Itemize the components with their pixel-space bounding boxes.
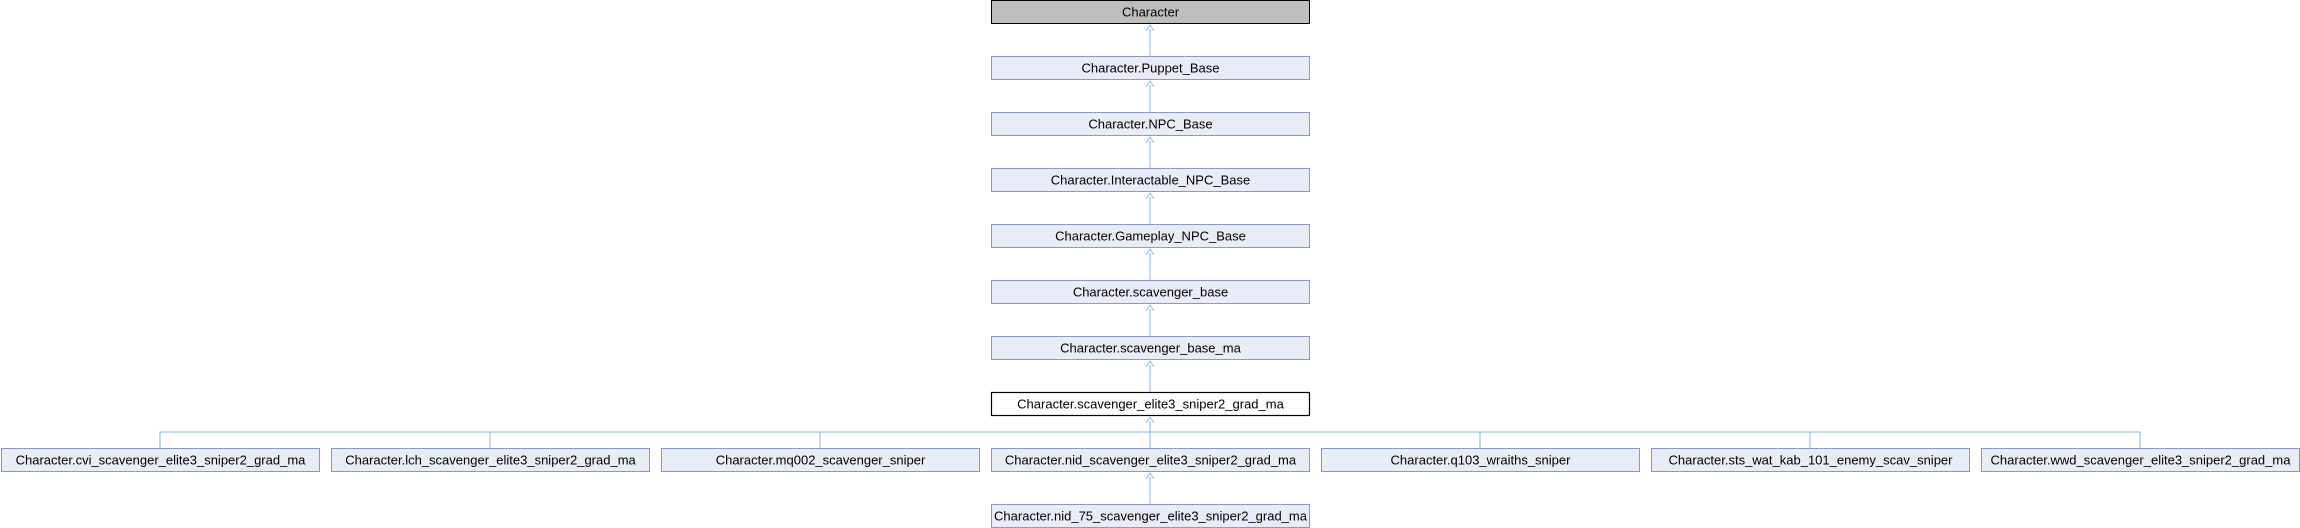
node-label: Character.q103_wraiths_sniper: [1391, 453, 1572, 468]
node-box: [991, 336, 1310, 360]
node-label: Character.scavenger_elite3_sniper2_grad_…: [1017, 397, 1284, 412]
inheritance-edge: [1149, 421, 2141, 448]
node-label: Character: [1122, 5, 1180, 20]
node-box: [991, 448, 1310, 472]
node-label: Character.mq002_scavenger_sniper: [716, 453, 926, 468]
node-box: [991, 280, 1310, 304]
arrowhead-icon: [1145, 472, 1155, 480]
node-label: Character.NPC_Base: [1088, 117, 1212, 132]
node-box: [331, 448, 650, 472]
node-label: Character.scavenger_base_ma: [1060, 341, 1241, 356]
class-node-wwd[interactable]: Character.wwd_scavenger_elite3_sniper2_g…: [1981, 448, 2300, 472]
inheritance-edge: [159, 421, 1151, 448]
node-box: [991, 112, 1310, 136]
node-label: Character.wwd_scavenger_elite3_sniper2_g…: [1991, 453, 2292, 468]
node-box: [1321, 448, 1640, 472]
class-node-nid[interactable]: Character.nid_scavenger_elite3_sniper2_g…: [991, 448, 1310, 472]
class-node-sts[interactable]: Character.sts_wat_kab_101_enemy_scav_sni…: [1651, 448, 1970, 472]
class-node-interactable-npc-base[interactable]: Character.Interactable_NPC_Base: [991, 168, 1310, 192]
node-box: [991, 224, 1310, 248]
arrowhead-icon: [1145, 304, 1155, 312]
node-box: [990, 391, 1311, 417]
inheritance-edge: [819, 421, 1151, 448]
class-node-gameplay-npc-base[interactable]: Character.Gameplay_NPC_Base: [991, 224, 1310, 248]
node-label: Character.Puppet_Base: [1081, 61, 1219, 76]
node-box: [991, 56, 1310, 80]
class-node-q103[interactable]: Character.q103_wraiths_sniper: [1321, 448, 1640, 472]
class-node-scavenger-base-ma[interactable]: Character.scavenger_base_ma: [991, 336, 1310, 360]
arrowhead-icon: [1145, 192, 1155, 200]
class-node-puppet-base[interactable]: Character.Puppet_Base: [991, 56, 1310, 80]
inheritance-edge: [1149, 421, 1481, 448]
class-node-scavenger-base[interactable]: Character.scavenger_base: [991, 280, 1310, 304]
node-label: Character.Gameplay_NPC_Base: [1055, 229, 1246, 244]
class-node-cvi[interactable]: Character.cvi_scavenger_elite3_sniper2_g…: [1, 448, 320, 472]
node-box: [1, 448, 320, 472]
class-node-character[interactable]: Character: [991, 0, 1310, 24]
node-box: [991, 0, 1310, 24]
arrowhead-icon: [1145, 136, 1155, 144]
node-label: Character.nid_75_scavenger_elite3_sniper…: [994, 509, 1308, 524]
class-node-npc-base[interactable]: Character.NPC_Base: [991, 112, 1310, 136]
arrowhead-icon: [1145, 416, 1155, 424]
node-box: [661, 448, 980, 472]
class-node-scavenger-elite3-sniper2-grad-ma[interactable]: Character.scavenger_elite3_sniper2_grad_…: [990, 391, 1311, 417]
arrowhead-icon: [1145, 248, 1155, 256]
arrowhead-icon: [1145, 24, 1155, 32]
node-label: Character.cvi_scavenger_elite3_sniper2_g…: [16, 453, 307, 468]
arrowhead-icon: [1145, 360, 1155, 368]
node-box: [991, 168, 1310, 192]
arrowhead-icon: [1145, 80, 1155, 88]
node-label: Character.sts_wat_kab_101_enemy_scav_sni…: [1668, 453, 1953, 468]
node-label: Character.lch_scavenger_elite3_sniper2_g…: [345, 453, 636, 468]
class-node-lch[interactable]: Character.lch_scavenger_elite3_sniper2_g…: [331, 448, 650, 472]
class-node-mq002[interactable]: Character.mq002_scavenger_sniper: [661, 448, 980, 472]
node-label: Character.nid_scavenger_elite3_sniper2_g…: [1005, 453, 1297, 468]
class-node-nid-75[interactable]: Character.nid_75_scavenger_elite3_sniper…: [991, 504, 1310, 528]
edges-layer: [159, 24, 2141, 504]
node-box: [1651, 448, 1970, 472]
node-label: Character.Interactable_NPC_Base: [1051, 173, 1250, 188]
node-label: Character.scavenger_base: [1073, 285, 1228, 300]
